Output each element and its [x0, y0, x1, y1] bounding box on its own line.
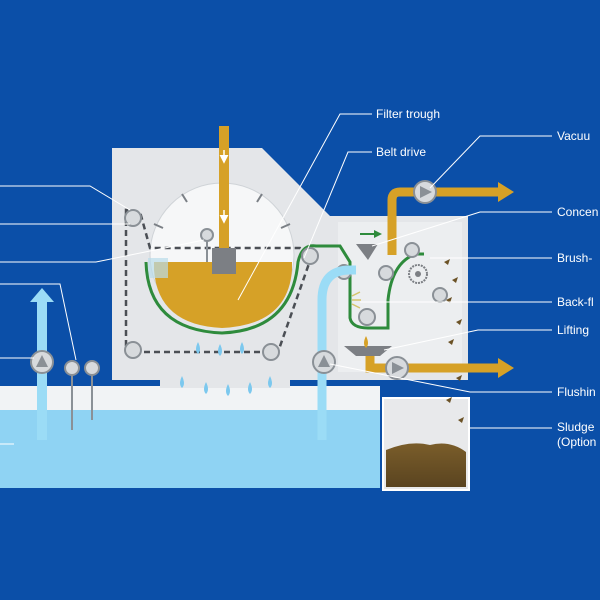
- leader-lifting: [383, 329, 552, 351]
- callout-lines: [0, 113, 552, 445]
- dirty-liquid: [154, 262, 292, 328]
- leader-filter-trough: [237, 113, 372, 301]
- leader-belt-drive: [303, 151, 372, 259]
- sludge-flakes: [444, 259, 464, 423]
- leader-left-1: [0, 185, 131, 211]
- leader-left-4: [0, 283, 77, 361]
- clean-water-riser: [30, 288, 100, 440]
- leader-vacuum: [429, 135, 552, 189]
- label-filter-trough: Filter trough: [376, 107, 441, 121]
- vacuum-exhaust-pipe: [387, 180, 514, 255]
- label-brush: Brush-: [557, 251, 593, 265]
- lifting-pump-line: [344, 336, 514, 380]
- label-back-flush: Back-fl: [557, 295, 594, 309]
- label-flushing: Flushin: [557, 385, 596, 399]
- inlet-pipe: [212, 126, 236, 274]
- label-vacuum: Vacuu: [557, 129, 591, 143]
- label-concentrate: Concen: [557, 205, 599, 219]
- label-sludge: Sludge: [557, 420, 595, 434]
- sludge-container: [382, 397, 470, 491]
- label-sludge-optional: (Option: [557, 435, 597, 449]
- brush-roller: [408, 264, 428, 284]
- leader-left-3: [0, 239, 205, 263]
- leader-flushing: [329, 363, 552, 393]
- clean-water-tank: [0, 386, 380, 488]
- label-lifting: Lifting: [557, 323, 590, 337]
- label-belt-drive: Belt drive: [376, 145, 427, 159]
- level-sensor: [200, 228, 214, 262]
- leader-concentrate: [371, 211, 552, 247]
- concentrate-funnel: [356, 230, 382, 260]
- water-droplets: [180, 342, 272, 396]
- back-flush-pipe: [312, 265, 361, 440]
